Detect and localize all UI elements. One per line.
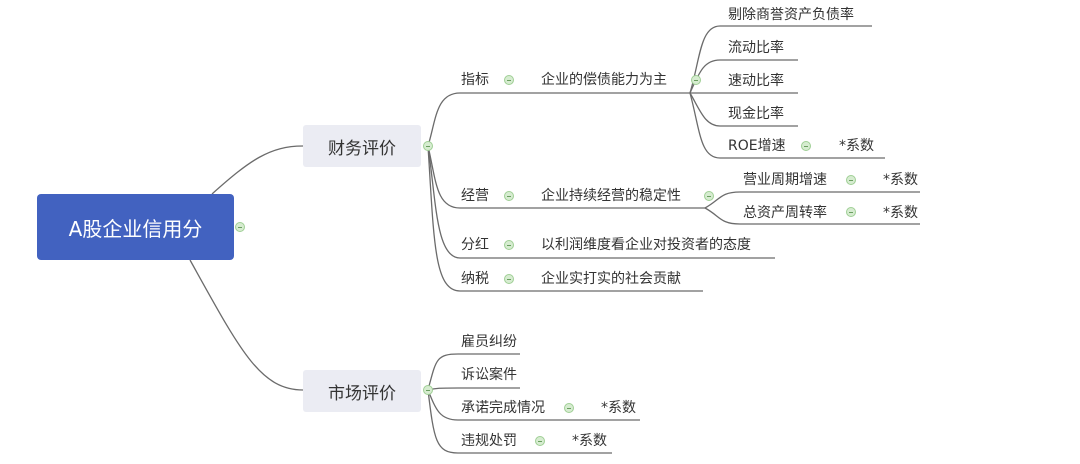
collapse-icon[interactable] (564, 403, 574, 413)
node-commitment[interactable]: 承诺完成情况 (461, 400, 545, 416)
node-label: 市场评价 (328, 383, 396, 404)
node-note[interactable]: *系数 (883, 205, 918, 221)
collapse-icon[interactable] (846, 175, 856, 185)
node-sub[interactable]: ROE增速 (728, 138, 786, 154)
collapse-icon[interactable] (691, 75, 701, 85)
node-sub[interactable]: 营业周期增速 (743, 172, 827, 188)
node-sub[interactable]: 剔除商誉资产负债率 (728, 7, 854, 23)
collapse-icon[interactable] (846, 207, 856, 217)
node-market[interactable]: 市场评价 (303, 370, 421, 412)
node-sub[interactable]: 速动比率 (728, 73, 784, 89)
node-note[interactable]: *系数 (839, 138, 874, 154)
node-operations[interactable]: 经营 (461, 188, 489, 204)
collapse-icon[interactable] (423, 141, 433, 151)
node-solvency[interactable]: 企业的偿债能力为主 (541, 72, 667, 88)
node-dividend[interactable]: 分红 (461, 237, 489, 253)
collapse-icon[interactable] (504, 191, 514, 201)
collapse-icon[interactable] (504, 240, 514, 250)
node-stability[interactable]: 企业持续经营的稳定性 (541, 188, 681, 204)
node-penalty[interactable]: 违规处罚 (461, 433, 517, 449)
collapse-icon[interactable] (423, 385, 433, 395)
collapse-icon[interactable] (801, 141, 811, 151)
node-label: 财务评价 (328, 138, 396, 159)
collapse-icon[interactable] (504, 75, 514, 85)
collapse-icon[interactable] (535, 436, 545, 446)
node-note[interactable]: *系数 (572, 433, 607, 449)
node-labor-dispute[interactable]: 雇员纠纷 (461, 334, 517, 350)
node-tax[interactable]: 纳税 (461, 271, 489, 287)
root-label: A股企业信用分 (68, 216, 203, 241)
node-finance[interactable]: 财务评价 (303, 125, 421, 167)
node-sub[interactable]: 总资产周转率 (743, 205, 827, 221)
root-node[interactable]: A股企业信用分 (37, 194, 234, 260)
node-sub[interactable]: 现金比率 (728, 106, 784, 122)
collapse-icon[interactable] (235, 222, 245, 232)
node-dividend-desc[interactable]: 以利润维度看企业对投资者的态度 (541, 237, 751, 253)
node-note[interactable]: *系数 (601, 400, 636, 416)
collapse-icon[interactable] (704, 191, 714, 201)
node-litigation[interactable]: 诉讼案件 (461, 367, 517, 383)
node-sub[interactable]: 流动比率 (728, 40, 784, 56)
node-tax-desc[interactable]: 企业实打实的社会贡献 (541, 271, 681, 287)
node-indicators[interactable]: 指标 (461, 72, 489, 88)
collapse-icon[interactable] (504, 274, 514, 284)
node-note[interactable]: *系数 (883, 172, 918, 188)
